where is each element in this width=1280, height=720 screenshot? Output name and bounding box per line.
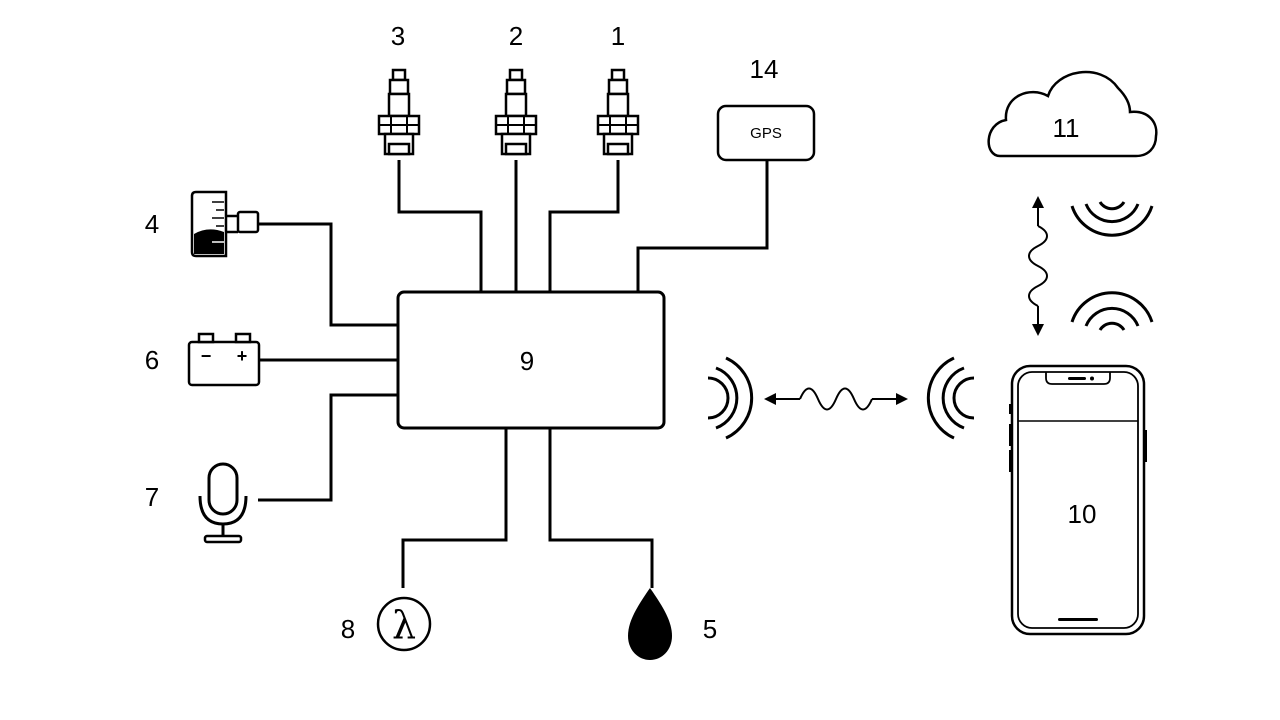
signal-arc-upper-1 — [1098, 201, 1126, 211]
control-unit-label: 9 — [520, 346, 534, 376]
arrowhead-up — [1032, 196, 1044, 208]
wires — [258, 160, 769, 588]
gauge-4: 4 — [145, 190, 260, 258]
phone-home-bar — [1058, 618, 1098, 621]
battery-terminal-neg — [197, 332, 215, 344]
wave-vertical — [1028, 225, 1048, 307]
lambda-sensor-8: λ 8 — [341, 596, 432, 652]
gauge-label: 4 — [145, 209, 159, 239]
battery-plus: + — [237, 346, 248, 366]
arrowhead-right — [896, 393, 908, 405]
sensor-2-icon — [494, 68, 538, 156]
wire-lambda — [401, 428, 508, 588]
battery-body — [187, 340, 261, 387]
sensor-2: 2 — [494, 21, 538, 156]
drop-5: 5 — [628, 588, 717, 660]
wireless-link-cloud-phone — [1028, 196, 1154, 336]
microphone-head — [207, 462, 239, 516]
sensor-1-icon — [596, 68, 640, 156]
battery-minus: − — [201, 346, 212, 366]
sensor-1-label: 1 — [611, 21, 625, 51]
wire-sensor-3 — [397, 160, 483, 292]
sensor-3-icon — [377, 68, 421, 156]
sensor-3: 3 — [377, 21, 421, 156]
arrowhead-down — [1032, 324, 1044, 336]
battery-label: 6 — [145, 345, 159, 375]
signal-arc-right-2 — [941, 366, 965, 430]
signal-arc-upper-2 — [1084, 203, 1140, 224]
lambda-circle — [376, 596, 432, 652]
wire-gauge — [258, 222, 398, 327]
signal-arc-left-1 — [707, 376, 730, 420]
gps-box — [716, 104, 816, 162]
drop-label: 5 — [703, 614, 717, 644]
arrowhead-left — [764, 393, 776, 405]
gps-label: 14 — [750, 54, 779, 84]
lambda-symbol: λ — [392, 603, 416, 647]
cloud-label: 11 — [1053, 113, 1080, 143]
sensor-3-label: 3 — [391, 21, 405, 51]
signal-arc-right-3 — [926, 356, 955, 440]
wire-drop — [548, 428, 654, 588]
phone-10: 10 — [1009, 364, 1147, 636]
gps-module: GPS 14 — [716, 54, 816, 162]
wire-sensor-1 — [548, 160, 620, 292]
cloud-11: 11 — [987, 70, 1158, 158]
battery-terminal-pos — [234, 332, 252, 344]
wireless-link-unit-phone — [707, 356, 975, 440]
signal-arc-lower-1 — [1098, 321, 1126, 331]
phone-screen — [1017, 371, 1139, 629]
wire-microphone — [258, 393, 398, 502]
signal-arc-left-3 — [725, 356, 754, 440]
phone-label: 10 — [1068, 499, 1097, 529]
signal-arc-lower-2 — [1084, 306, 1140, 327]
battery-6: − + 6 — [145, 332, 261, 387]
wire-gps — [636, 160, 769, 292]
lambda-label: 8 — [341, 614, 355, 644]
gauge-fill — [194, 229, 224, 254]
signal-arc-lower-3 — [1070, 291, 1154, 323]
microphone-label: 7 — [145, 482, 159, 512]
microphone-7: 7 — [145, 462, 248, 544]
wave-horizontal — [799, 387, 873, 411]
signal-arc-left-2 — [715, 366, 739, 430]
gauge-connector — [236, 210, 260, 234]
sensor-2-label: 2 — [509, 21, 523, 51]
drop-icon — [628, 588, 672, 660]
phone-notch — [1045, 372, 1111, 385]
cloud-icon — [987, 70, 1158, 158]
control-unit-box — [396, 290, 666, 430]
gps-text: GPS — [750, 125, 782, 142]
signal-arc-right-1 — [952, 376, 975, 420]
sensor-1: 1 — [596, 21, 640, 156]
control-unit: 9 — [396, 290, 666, 430]
signal-arc-upper-3 — [1070, 205, 1154, 237]
